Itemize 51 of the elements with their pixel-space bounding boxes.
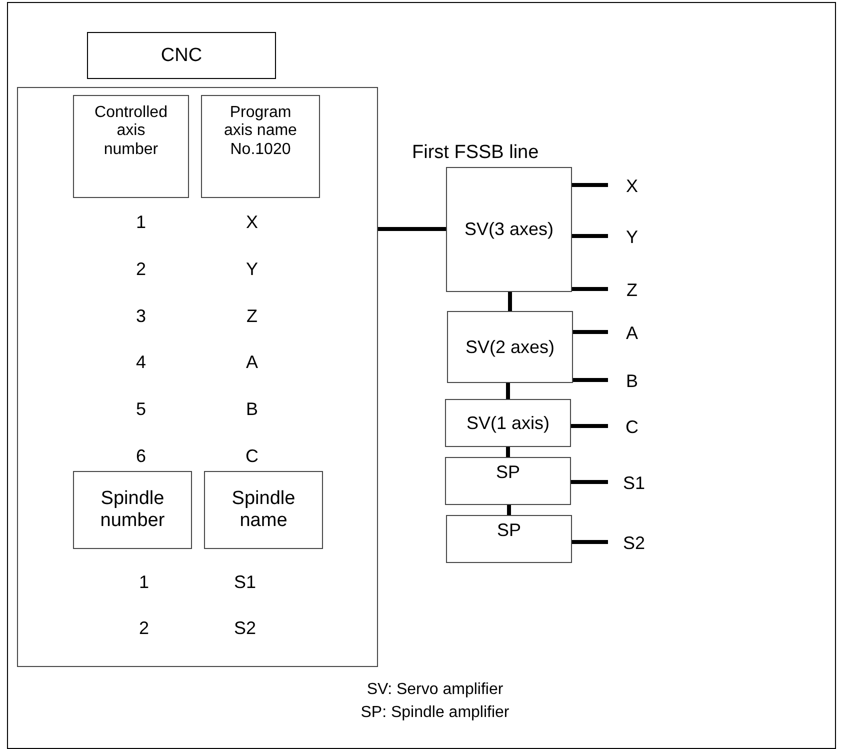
axis-label: B bbox=[608, 369, 656, 393]
table-cell-text: 1 bbox=[134, 212, 147, 232]
axis-label: S1 bbox=[608, 471, 660, 495]
title-box: CNC bbox=[87, 32, 276, 79]
axis-label: X bbox=[608, 174, 656, 198]
connector-line bbox=[572, 183, 608, 187]
table-cell-text: 5 bbox=[134, 399, 147, 419]
table-cell-text: Z bbox=[246, 306, 258, 326]
table-cell-text: 2 bbox=[134, 259, 147, 279]
axis-label: Y bbox=[608, 225, 656, 249]
table-cell-text: 4 bbox=[134, 352, 147, 372]
note-text: SP: Spindle amplifier bbox=[360, 703, 510, 723]
table-cell-text: X bbox=[244, 212, 259, 232]
connector-line bbox=[572, 540, 608, 544]
connector-line bbox=[573, 378, 608, 382]
connector-line bbox=[572, 234, 608, 238]
amplifier-box: SV(3 axes) bbox=[446, 167, 572, 292]
amplifier-box: SP bbox=[445, 457, 571, 505]
connector-line bbox=[506, 383, 510, 399]
axis-label: Z bbox=[608, 278, 656, 302]
header-box: Controlled axis number bbox=[73, 95, 189, 198]
note-text: SV: Servo amplifier bbox=[366, 680, 504, 700]
edge-label: First FSSB line bbox=[412, 143, 539, 163]
connector-line bbox=[572, 287, 608, 291]
connector-line bbox=[573, 330, 608, 334]
amplifier-box: SV(1 axis) bbox=[445, 399, 571, 447]
connector-line bbox=[571, 424, 608, 428]
cnc-panel bbox=[17, 87, 378, 667]
table-cell-text: 3 bbox=[134, 306, 147, 326]
amplifier-box: SP bbox=[446, 515, 572, 563]
table-cell-text: S1 bbox=[232, 572, 258, 592]
connector-line bbox=[571, 480, 608, 484]
header-box: Spindle name bbox=[204, 471, 323, 549]
header-box: Program axis name No.1020 bbox=[201, 95, 320, 198]
table-cell-text: A bbox=[244, 352, 259, 372]
axis-label: A bbox=[608, 321, 656, 345]
connector-line bbox=[507, 505, 511, 515]
connector-line bbox=[506, 447, 510, 457]
header-box: Spindle number bbox=[73, 471, 192, 549]
axis-label: S2 bbox=[608, 531, 660, 555]
table-cell-text: S2 bbox=[232, 618, 258, 638]
amplifier-box: SV(2 axes) bbox=[447, 311, 573, 383]
connector-line bbox=[378, 227, 446, 231]
axis-label: C bbox=[608, 415, 656, 439]
table-cell-text: Y bbox=[244, 259, 259, 279]
table-cell-text: B bbox=[244, 399, 259, 419]
table-cell-text: 1 bbox=[138, 572, 150, 592]
table-cell-text: C bbox=[244, 446, 260, 466]
table-cell-text: 6 bbox=[134, 446, 147, 466]
table-cell-text: 2 bbox=[138, 618, 150, 638]
connector-line bbox=[508, 292, 512, 311]
